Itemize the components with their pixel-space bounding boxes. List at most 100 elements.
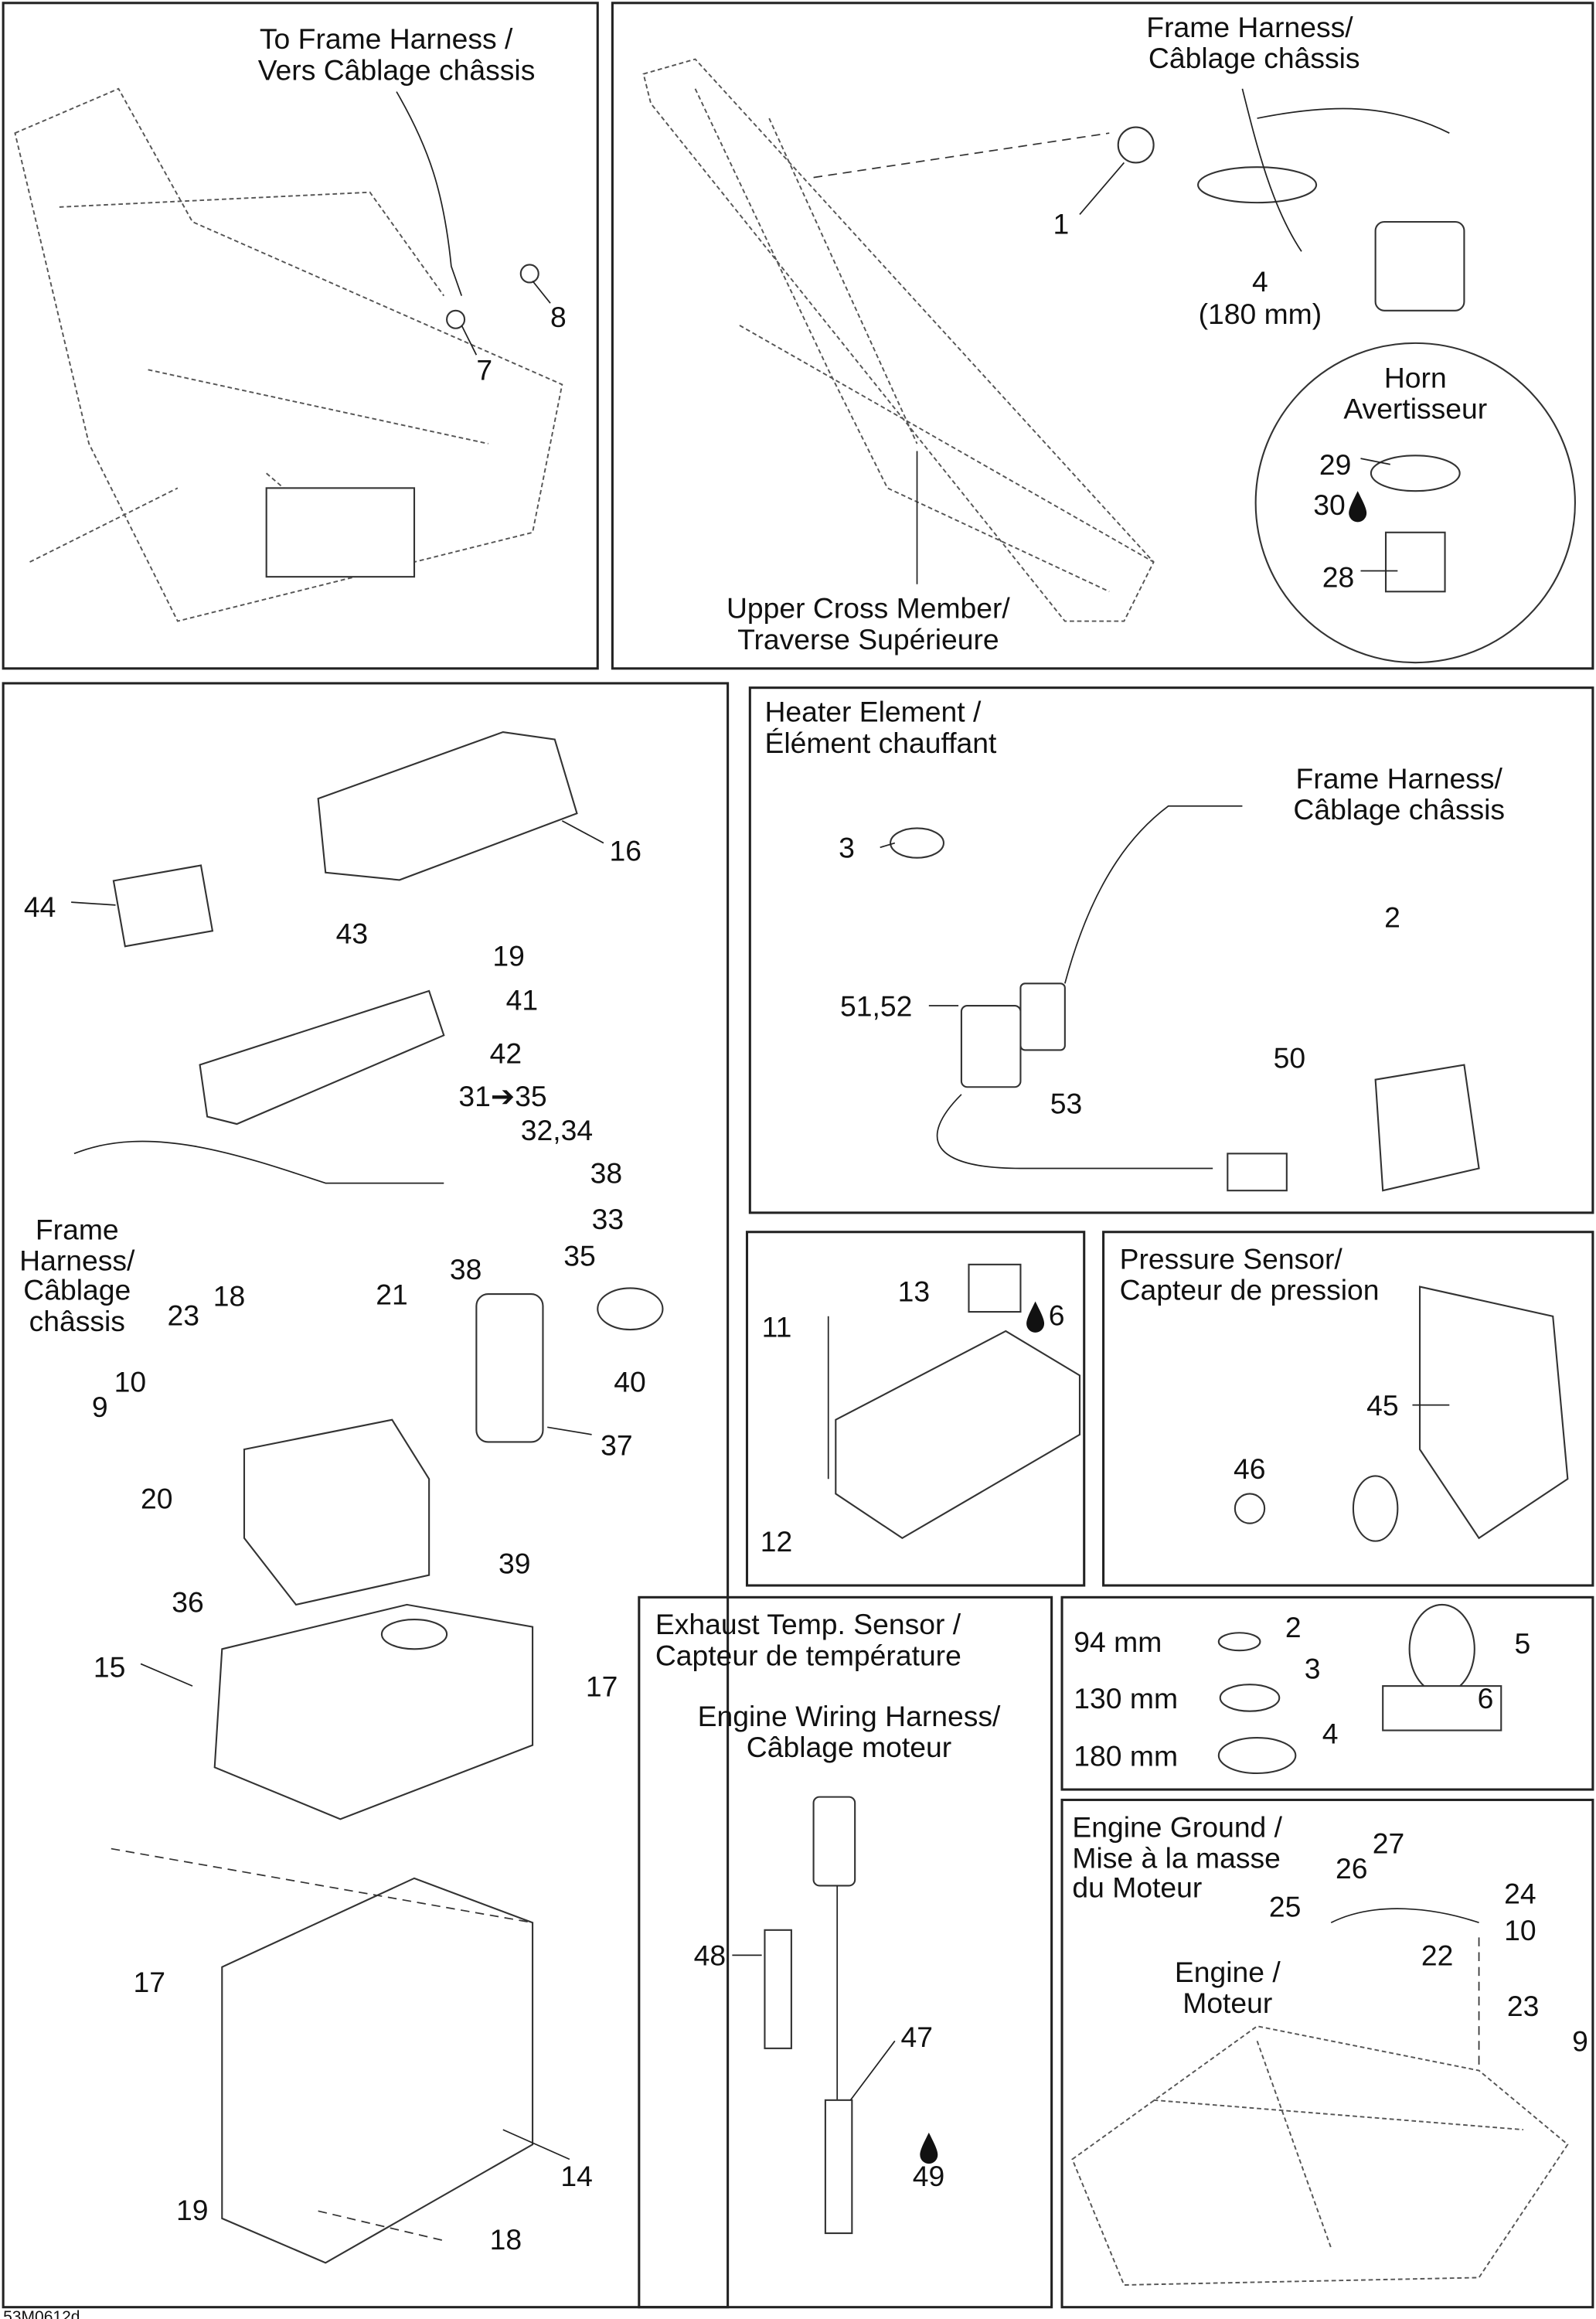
callout-17: 17 — [133, 1966, 165, 1998]
frame-harness-title-2: Vers Câblage châssis — [258, 53, 536, 86]
callout-19: 19 — [492, 939, 525, 972]
callout-29: 29 — [1319, 448, 1352, 481]
callout-37: 37 — [601, 1429, 633, 1462]
callout-16: 16 — [610, 835, 642, 867]
callout-27: 27 — [1373, 1827, 1405, 1859]
lubricant-drop-icon — [920, 2132, 938, 2164]
callout-3: 3 — [839, 832, 855, 864]
horn-title-2: Avertisseur — [1343, 392, 1487, 424]
pressure-title-2: Capteur de pression — [1120, 1274, 1380, 1306]
panel-ties — [1060, 1595, 1594, 1791]
callout-45: 45 — [1366, 1389, 1399, 1422]
engine-ground-title-2: Mise à la masse — [1072, 1841, 1280, 1874]
exhaust-sensor-illustration — [732, 1796, 896, 2235]
callout-36: 36 — [172, 1585, 203, 1618]
frame-harness-title-1: Frame Harness/ — [1146, 11, 1353, 43]
callout-1: 1 — [1053, 207, 1070, 240]
frame-label-3: Câblage — [23, 1274, 131, 1306]
callout-4-length: (180 mm) — [1199, 298, 1322, 330]
pressure-sensor-illustration — [1234, 1285, 1569, 1542]
engine-ground-title-3: du Moteur — [1072, 1871, 1202, 1904]
upper-cross-member-illustration — [642, 58, 1576, 664]
callout-9: 9 — [1572, 2025, 1588, 2058]
panel-fuse-box — [745, 1231, 1086, 1587]
callout-28: 28 — [1322, 561, 1355, 594]
panel-exhaust — [638, 1595, 1053, 2309]
callout-51-52: 51,52 — [840, 989, 912, 1022]
diagram-code: 53M0612d — [3, 2308, 80, 2319]
panel-pressure-sensor — [1102, 1231, 1594, 1587]
pressure-title-1: Pressure Sensor/ — [1120, 1243, 1343, 1275]
frame-harness-title-1: To Frame Harness / — [260, 22, 513, 55]
horn-title-1: Horn — [1384, 361, 1447, 393]
callout-30: 30 — [1313, 489, 1346, 521]
exhaust-title-1: Exhaust Temp. Sensor / — [655, 1608, 961, 1640]
tie-size-130: 130 mm — [1074, 1682, 1178, 1715]
callout-40: 40 — [614, 1365, 646, 1398]
callout-22: 22 — [1421, 1939, 1454, 1972]
callout-10: 10 — [1504, 1914, 1536, 1946]
battery-callouts: 16 44 43 19 41 42 31➔35 32,34 38 33 35 3… — [19, 835, 646, 2256]
callout-49: 49 — [913, 2160, 945, 2192]
callout-19: 19 — [176, 2194, 209, 2226]
tie-size-94: 94 mm — [1074, 1626, 1162, 1658]
callout-2: 2 — [1384, 901, 1400, 934]
callout-44: 44 — [24, 890, 56, 923]
callout-12: 12 — [761, 1525, 793, 1558]
callout-23: 23 — [1507, 1990, 1540, 2022]
panel-frame-harness-left — [2, 2, 599, 670]
callout-4: 4 — [1322, 1718, 1339, 1750]
callout-53: 53 — [1050, 1088, 1083, 1120]
engine-ground-illustration — [1071, 1908, 1569, 2286]
heater-title-1: Heater Element / — [764, 696, 981, 728]
callout-39: 39 — [499, 1548, 531, 1580]
callout-23: 23 — [167, 1299, 199, 1331]
callout-32-34: 32,34 — [521, 1114, 593, 1146]
lubricant-drop-icon — [1349, 491, 1367, 523]
callout-38: 38 — [590, 1157, 623, 1190]
engine-label-2: Moteur — [1183, 1987, 1272, 2019]
frame-label-2: Harness/ — [19, 1244, 135, 1276]
panel-battery — [2, 682, 730, 2309]
callout-47: 47 — [900, 2021, 933, 2053]
harness-label-2: Câblage moteur — [747, 1731, 951, 1763]
callout-5: 5 — [1514, 1627, 1530, 1660]
tie-size-180: 180 mm — [1074, 1739, 1178, 1772]
frame-label-1: Frame — [36, 1213, 119, 1245]
callout-15: 15 — [94, 1651, 126, 1684]
exhaust-title-2: Capteur de température — [655, 1639, 961, 1671]
heater-frame-label-1: Frame Harness/ — [1296, 762, 1503, 795]
battery-illustration — [71, 730, 664, 2264]
engine-ground-title-1: Engine Ground / — [1072, 1810, 1282, 1843]
callout-48: 48 — [694, 1939, 727, 1972]
callout-13: 13 — [898, 1275, 931, 1308]
callout-26: 26 — [1336, 1852, 1368, 1885]
fuse-box-illustration — [827, 1263, 1081, 1540]
panel-upper-cross-member — [611, 2, 1594, 670]
callout-35: 35 — [563, 1240, 596, 1272]
callout-31-35: 31➔35 — [458, 1080, 546, 1112]
callout-21: 21 — [376, 1278, 407, 1310]
callout-11: 11 — [762, 1311, 792, 1343]
callout-4: 4 — [1252, 265, 1268, 298]
callout-42: 42 — [490, 1037, 522, 1070]
callout-43: 43 — [336, 918, 369, 950]
callout-18: 18 — [213, 1279, 246, 1312]
cross-member-label-2: Traverse Supérieure — [737, 623, 999, 656]
panel-engine-ground — [1060, 1798, 1594, 2309]
panel-heater — [748, 686, 1594, 1214]
harness-label-1: Engine Wiring Harness/ — [698, 1700, 1001, 1732]
callout-25: 25 — [1269, 1891, 1302, 1923]
ties-illustration — [1217, 1603, 1502, 1775]
callout-10: 10 — [114, 1365, 147, 1398]
callout-7: 7 — [476, 354, 492, 386]
callout-50: 50 — [1274, 1041, 1306, 1074]
callout-8: 8 — [550, 301, 567, 333]
callout-20: 20 — [141, 1483, 173, 1515]
callout-41: 41 — [506, 984, 539, 1016]
frame-illustration-left — [14, 87, 563, 622]
frame-harness-title-2: Câblage châssis — [1149, 42, 1360, 74]
callout-24: 24 — [1504, 1877, 1536, 1909]
heater-illustration — [880, 805, 1480, 1192]
